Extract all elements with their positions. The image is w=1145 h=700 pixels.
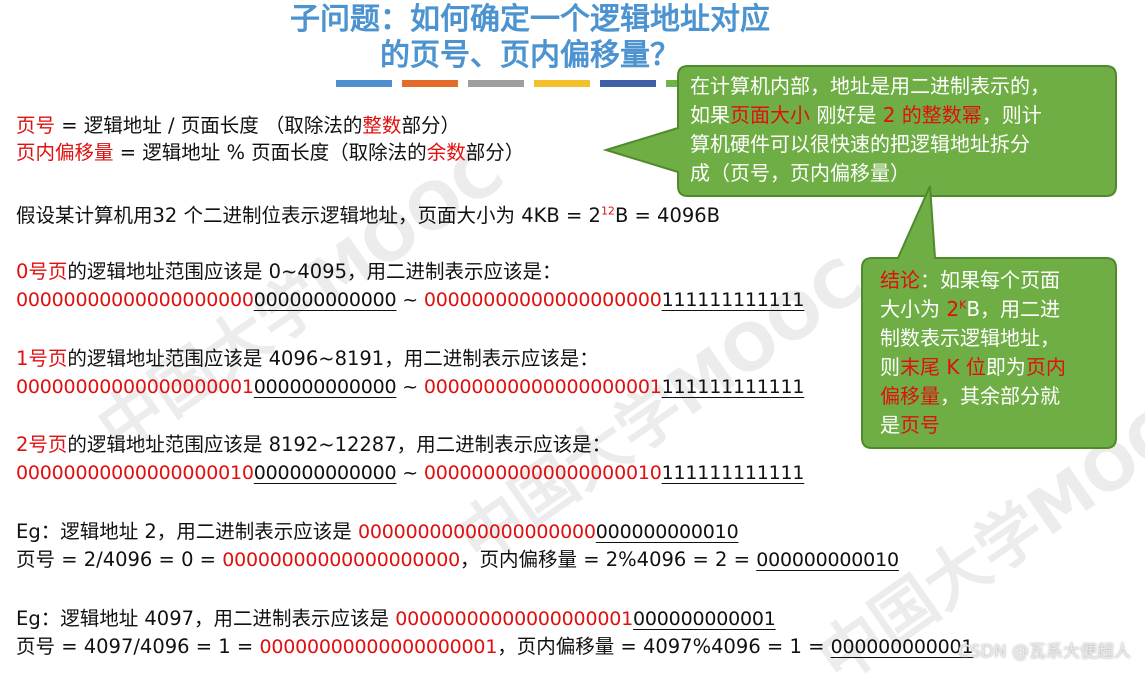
accent-bar-segment [336,80,392,87]
callout-bubble-2 [861,185,1117,449]
accent-bar-segment [402,80,458,87]
page-0-heading: 0号页的逻辑地址范围应该是 0~4095，用二进制表示应该是： [16,260,562,283]
def-page-number: 页号 = 逻辑地址 / 页面长度 （取除法的整数部分） [16,114,460,137]
page-1-heading: 1号页的逻辑地址范围应该是 4096~8191，用二进制表示应该是： [16,347,599,370]
page-2-range: 00000000000000000010000000000000 ~ 00000… [16,462,805,484]
title-line-1: 子问题：如何确定一个逻辑地址对应 [290,2,770,37]
callout-bubble-1 [602,65,1117,197]
page-title: 子问题：如何确定一个逻辑地址对应 的页号、页内偏移量？ [0,2,1060,74]
accent-bar-segment [600,80,656,87]
example-2-address: Eg：逻辑地址 4097，用二进制表示应该是 00000000000000000… [16,607,776,630]
def-page-offset: 页内偏移量 = 逻辑地址 % 页面长度（取除法的余数部分） [16,141,525,164]
page-0-range: 00000000000000000000000000000000 ~ 00000… [16,289,805,311]
source-credit: CSDN @瓦系大便超人 [958,642,1131,662]
callout-1-text: 在计算机内部，地址是用二进制表示的， 如果页面大小 刚好是 2 的整数幂，则计 … [690,74,1050,185]
page-2-heading: 2号页的逻辑地址范围应该是 8192~12287，用二进制表示应该是： [16,433,612,456]
page-1-range: 00000000000000000001000000000000 ~ 00000… [16,376,805,398]
callout-2-text: 结论：如果每个页面 大小为 2KB，用二进 制数表示逻辑地址， 则末尾 K 位即… [880,268,1066,437]
example-1-address: Eg：逻辑地址 2，用二进制表示应该是 00000000000000000000… [16,520,739,543]
accent-bar-segment [534,80,590,87]
title-line-2: 的页号、页内偏移量？ [380,38,680,73]
example-2-result: 页号 = 4097/4096 = 1 = 0000000000000000000… [16,635,974,658]
assumption-line: 假设某计算机用32 个二进制位表示逻辑地址，页面大小为 4KB = 212B =… [16,204,721,227]
callout-shapes [602,65,1117,449]
example-1-result: 页号 = 2/4096 = 0 = 00000000000000000000，页… [16,548,899,571]
accent-bar-segment [468,80,524,87]
